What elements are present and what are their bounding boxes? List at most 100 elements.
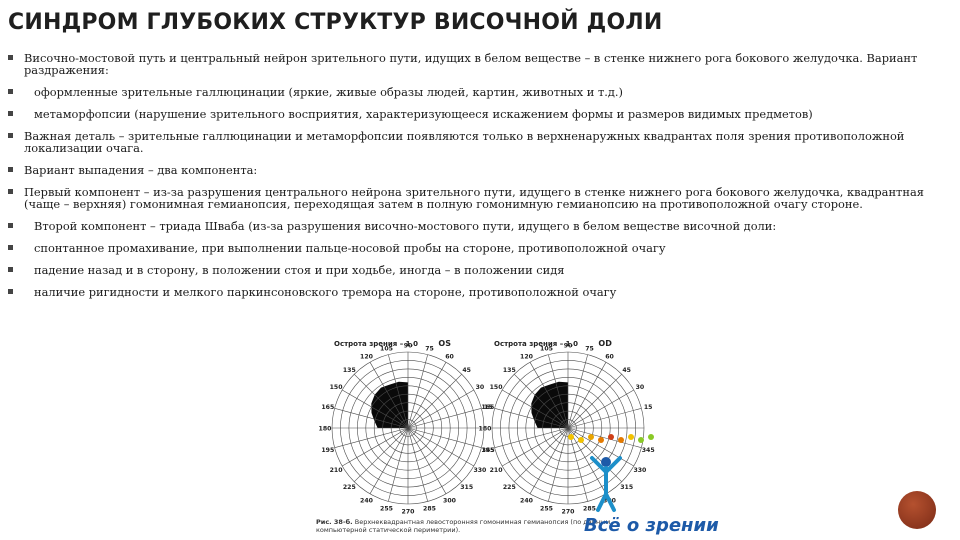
color-dot xyxy=(588,434,594,440)
color-dot xyxy=(638,437,644,443)
bullet-item: наличие ригидности и мелкого паркинсонов… xyxy=(8,286,952,298)
bullet-text: падение назад и в сторону, в положении с… xyxy=(34,263,565,277)
figure-body xyxy=(590,456,622,512)
color-dot xyxy=(598,437,604,443)
os-degree-label: 240 xyxy=(360,497,374,504)
od-degree-label: 165 xyxy=(481,404,494,411)
os-degree-label: 270 xyxy=(402,509,416,516)
os-radial-line xyxy=(407,362,447,429)
os-degree-label: 150 xyxy=(330,384,344,391)
od-degree-label: 120 xyxy=(520,354,534,361)
od-degree-label: 195 xyxy=(481,447,494,454)
os-degree-label: 345 xyxy=(482,447,495,454)
od-radial-line xyxy=(567,427,634,467)
od-degree-label: 210 xyxy=(490,467,504,474)
od-radial-line xyxy=(502,389,569,429)
os-radial-line xyxy=(407,408,482,429)
os-degree-label: 285 xyxy=(423,506,436,513)
od-radial-line xyxy=(567,374,622,429)
od-degree-label: 315 xyxy=(620,484,633,491)
os-radial-line xyxy=(407,427,447,494)
od-radial-line xyxy=(567,427,588,502)
od-radial-line xyxy=(548,427,569,502)
od-radial-line xyxy=(514,427,569,482)
od-degree-label: 330 xyxy=(633,467,647,474)
os-radial-line xyxy=(407,427,462,482)
color-dot xyxy=(628,434,634,440)
os-degree-label: 45 xyxy=(462,367,471,374)
bullet-item: Вариант выпадения – два компонента: xyxy=(8,164,952,176)
caption-label: Рис. 38-б. xyxy=(316,518,353,526)
bullet-item: падение назад и в сторону, в положении с… xyxy=(8,264,952,276)
bullet-marker xyxy=(8,55,13,60)
os-degree-label: 105 xyxy=(380,345,393,352)
os-radial-line xyxy=(342,427,409,467)
os-radial-line xyxy=(407,427,482,448)
od-degree-label: 180 xyxy=(479,426,493,433)
od-radial-line xyxy=(494,408,569,429)
bullet-marker xyxy=(8,289,13,294)
od-radial-line xyxy=(567,389,634,429)
od-degree-label: 105 xyxy=(540,345,553,352)
bullet-item: Височно-мостовой путь и центральный нейр… xyxy=(8,52,952,76)
od-radial-line xyxy=(494,427,569,448)
od-degree-label: 150 xyxy=(490,384,504,391)
slide-number-badge xyxy=(898,491,936,529)
bullet-text: Важная деталь – зрительные галлюцинации … xyxy=(24,129,905,155)
os-degree-label: 135 xyxy=(343,367,356,374)
od-eye-label: OD xyxy=(598,339,612,348)
od-degree-label: 255 xyxy=(540,506,553,513)
os-degree-label: 225 xyxy=(343,484,356,491)
od-radial-line xyxy=(502,427,569,467)
od-acuity-label: Острота зрения – 1,0 xyxy=(494,340,578,348)
watermark-logo: Всё о зрении xyxy=(584,515,719,536)
bullet-item: Второй компонент – триада Шваба (из-за р… xyxy=(8,220,952,232)
color-dot xyxy=(568,434,574,440)
slide-title: СИНДРОМ ГЛУБОКИХ СТРУКТУР ВИСОЧНОЙ ДОЛИ xyxy=(8,10,663,35)
od-degree-label: 75 xyxy=(585,345,594,352)
od-radial-line xyxy=(567,427,607,494)
od-radial-line xyxy=(567,408,642,429)
os-radial-line xyxy=(407,354,428,429)
os-degree-label: 180 xyxy=(319,426,333,433)
od-degree-label: 345 xyxy=(642,447,655,454)
bullet-marker xyxy=(8,267,13,272)
od-scotoma xyxy=(531,381,568,428)
od-radial-line xyxy=(567,354,588,429)
os-degree-label: 120 xyxy=(360,354,374,361)
os-degree-label: 75 xyxy=(425,345,434,352)
bullet-item: метаморфопсии (нарушение зрительного вос… xyxy=(8,108,952,120)
color-dot xyxy=(618,437,624,443)
bullet-marker xyxy=(8,223,13,228)
bullet-marker xyxy=(8,245,13,250)
os-radial-line xyxy=(388,427,409,502)
od-radial-line xyxy=(514,374,569,429)
od-degree-label: 60 xyxy=(605,354,614,361)
os-degree-label: 165 xyxy=(321,404,334,411)
od-radial-line xyxy=(567,362,607,429)
bullet-text: Первый компонент – из-за разрушения цент… xyxy=(24,185,924,211)
os-degree-label: 60 xyxy=(445,354,454,361)
os-degree-label: 15 xyxy=(484,404,493,411)
od-degree-label: 270 xyxy=(562,509,576,516)
os-radial-line xyxy=(354,427,409,482)
os-degree-label: 90 xyxy=(404,343,413,350)
caption-text: Верхнеквадрантная левосторонняя гомонимн… xyxy=(316,518,611,534)
od-degree-label: 15 xyxy=(644,404,653,411)
os-degree-label: 255 xyxy=(380,506,393,513)
od-degree-label: 30 xyxy=(636,384,645,391)
os-radial-line xyxy=(407,389,474,429)
bullet-marker xyxy=(8,167,13,172)
bullet-list: Височно-мостовой путь и центральный нейр… xyxy=(8,52,952,308)
os-degree-label: 210 xyxy=(330,467,344,474)
bullet-text: оформленные зрительные галлюцинации (ярк… xyxy=(34,85,623,99)
os-degree-label: 315 xyxy=(460,484,473,491)
od-radial-line xyxy=(529,362,569,429)
os-radial-line xyxy=(354,374,409,429)
figure-caption: Рис. 38-б. Верхнеквадрантная левосторонн… xyxy=(316,518,656,534)
os-scotoma xyxy=(371,381,408,428)
